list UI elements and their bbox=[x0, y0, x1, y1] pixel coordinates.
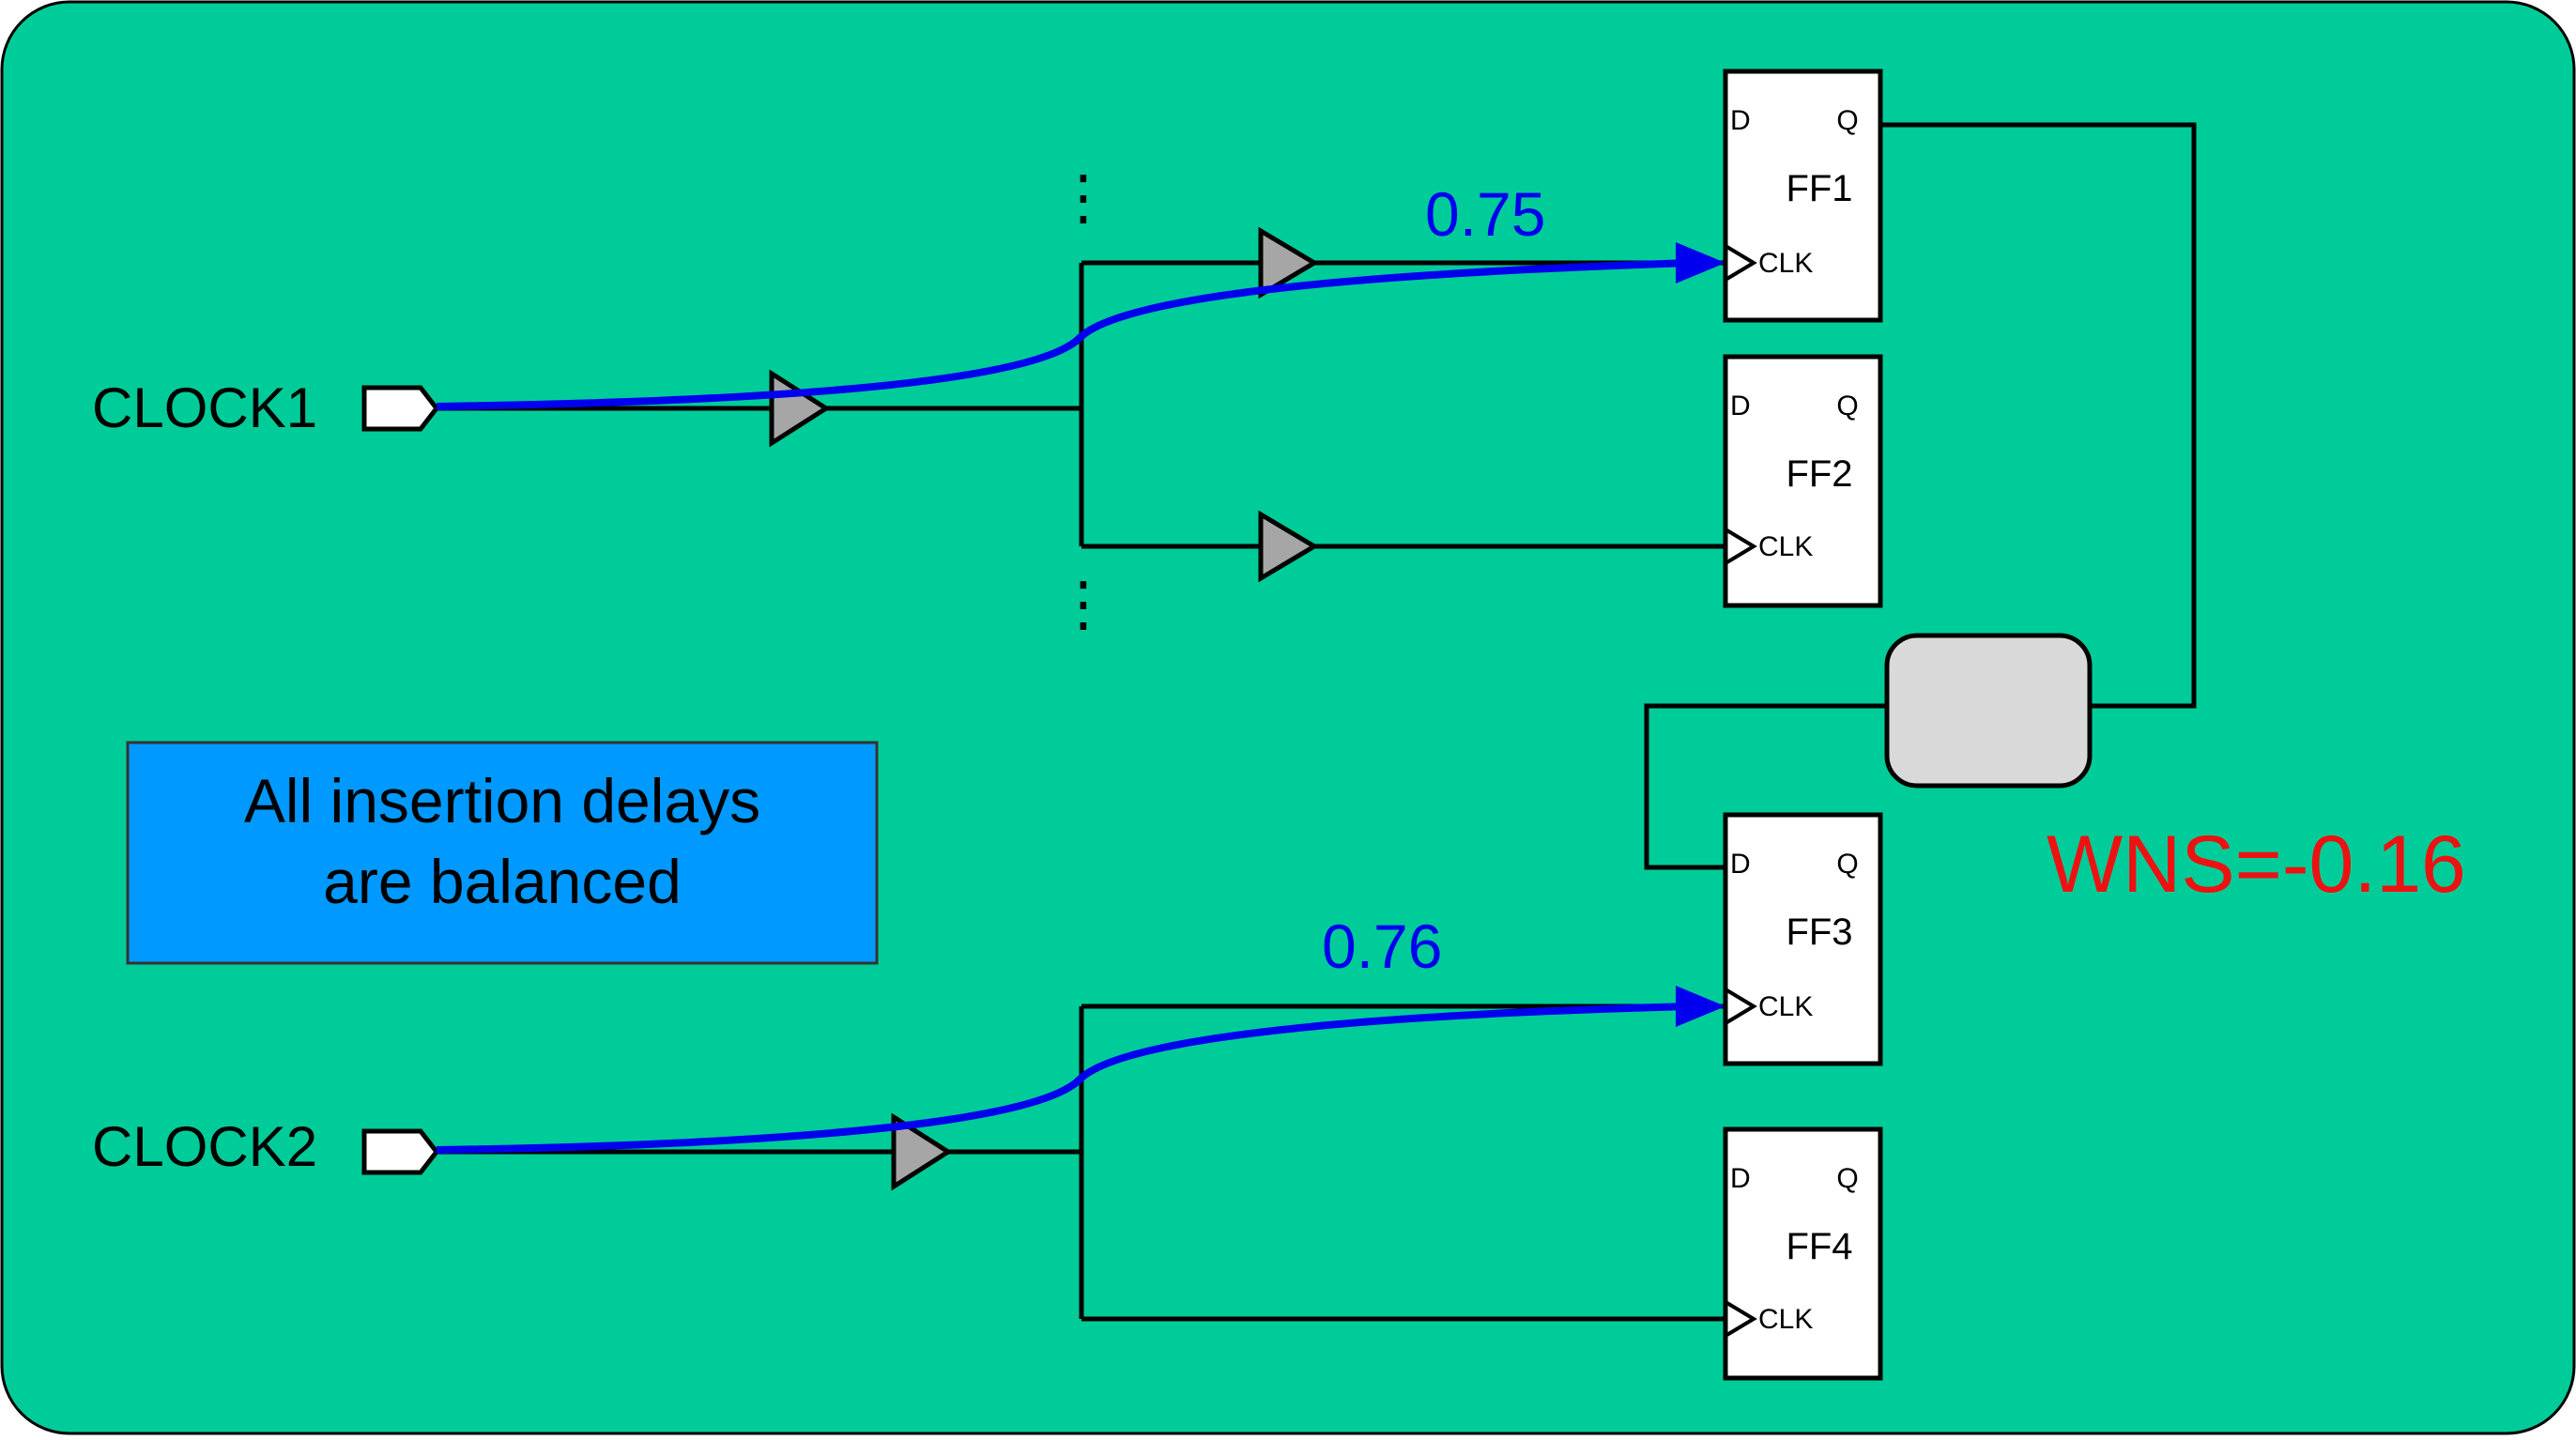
clock1-path-arrowhead bbox=[1676, 242, 1725, 283]
ff1-clk-pin: CLK bbox=[1758, 248, 1813, 279]
combinational-logic-cloud bbox=[1884, 633, 2093, 789]
ff2-q-pin: Q bbox=[1836, 391, 1858, 421]
ff2-name: FF2 bbox=[1786, 453, 1852, 495]
balanced-note-line1: All insertion delays bbox=[244, 766, 760, 835]
clock1-highlight-path bbox=[436, 242, 1725, 410]
clock1-port[interactable] bbox=[361, 385, 440, 432]
ff2-d-pin: D bbox=[1730, 391, 1751, 421]
flipflop-ff4[interactable]: D Q FF4 CLK bbox=[1723, 1126, 1883, 1381]
balanced-note-box bbox=[126, 741, 879, 965]
ff2-clk-pin: CLK bbox=[1758, 531, 1813, 562]
wns-label: WNS=-0.16 bbox=[2047, 820, 2466, 910]
clock1-ff1-buffer bbox=[1258, 226, 1319, 299]
flipflop-ff2[interactable]: D Q FF2 CLK bbox=[1723, 354, 1883, 608]
ff3-q-pin: Q bbox=[1836, 849, 1858, 880]
ellipsis-top: ⋮ bbox=[1053, 163, 1113, 231]
clock2-label: CLOCK2 bbox=[92, 1115, 317, 1178]
clock1-delay-label: 0.75 bbox=[1425, 179, 1545, 249]
ff4-d-pin: D bbox=[1730, 1163, 1751, 1194]
ff1-clk-marker bbox=[1724, 244, 1757, 282]
ff4-name: FF4 bbox=[1786, 1226, 1852, 1267]
flipflop-ff3[interactable]: D Q FF3 CLK bbox=[1723, 812, 1883, 1066]
ff3-clk-pin: CLK bbox=[1758, 991, 1813, 1022]
ff3-clk-marker bbox=[1724, 988, 1757, 1025]
ff3-d-pin: D bbox=[1730, 849, 1751, 880]
clock2-root-buffer bbox=[891, 1112, 953, 1191]
clock1-wires bbox=[437, 260, 1725, 549]
clock2-delay-label: 0.76 bbox=[1322, 911, 1442, 981]
data-path bbox=[1644, 122, 2197, 870]
ff1-name: FF1 bbox=[1786, 168, 1852, 209]
ff4-clk-pin: CLK bbox=[1758, 1304, 1813, 1335]
ellipsis-bottom: ⋮ bbox=[1053, 570, 1113, 637]
ff2-clk-marker bbox=[1724, 528, 1757, 565]
ff4-clk-marker bbox=[1724, 1300, 1757, 1338]
clock1-ff2-buffer bbox=[1258, 510, 1319, 583]
clock1-label: CLOCK1 bbox=[92, 376, 317, 439]
flipflop-ff1[interactable]: D Q FF1 CLK bbox=[1723, 69, 1883, 323]
clock2-path-arrowhead bbox=[1676, 986, 1725, 1027]
clock2-port[interactable] bbox=[361, 1128, 440, 1175]
clock2-highlight-path bbox=[436, 986, 1725, 1154]
ff3-name: FF3 bbox=[1786, 911, 1852, 953]
ff1-d-pin: D bbox=[1730, 105, 1751, 136]
balanced-note-line2: are balanced bbox=[323, 847, 682, 916]
ff4-q-pin: Q bbox=[1836, 1163, 1858, 1194]
ff1-q-pin: Q bbox=[1836, 105, 1858, 136]
balanced-note: All insertion delays are balanced bbox=[126, 741, 879, 965]
